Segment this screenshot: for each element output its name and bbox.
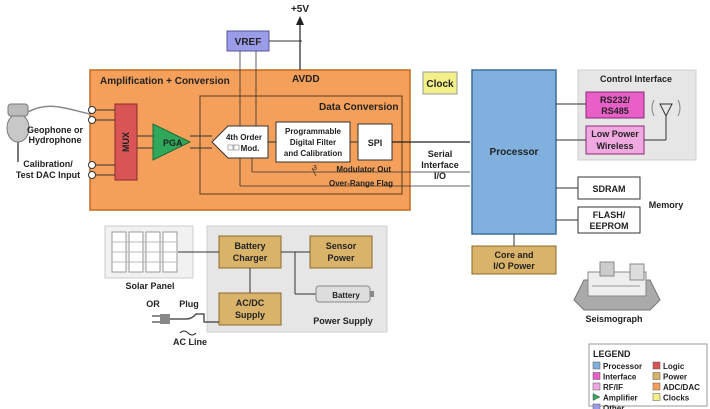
amplification-title: Amplification + Conversion: [100, 76, 230, 87]
legend-label: Interface: [603, 373, 637, 382]
legend-label: Clocks: [663, 394, 690, 403]
flash-block: [577, 206, 641, 234]
acdc-label-1: AC/DC: [236, 298, 265, 308]
modout-count: 3: [313, 165, 317, 172]
digital-filter-block: [275, 121, 351, 163]
legend-swatch: [652, 393, 661, 401]
amplifier-legend-icon: [592, 393, 601, 401]
acdc-label-2: Supply: [235, 310, 265, 320]
acline-label: AC Line: [173, 337, 207, 347]
data-conversion-title: Data Conversion: [319, 102, 398, 113]
vref-label: VREF: [235, 37, 262, 48]
legend-box: [588, 343, 708, 407]
wireless-label-2: Wireless: [597, 141, 634, 151]
input-terminal: [88, 171, 96, 179]
legend-swatch: [592, 372, 601, 380]
overrange-label: Over-Range Flag: [329, 179, 393, 188]
flash-label-1: FLASH/: [593, 210, 626, 220]
legend-label: Amplifier: [603, 394, 638, 403]
legend-swatch: [592, 382, 601, 391]
legend-swatch: [592, 403, 601, 409]
geophone-icon: [6, 103, 91, 162]
charger-label-2: Charger: [233, 253, 268, 263]
legend-label: RF/IF: [603, 383, 623, 392]
legend-label: Other: [603, 404, 624, 409]
flash-label-2: EEPROM: [589, 221, 628, 231]
legend-swatch: [652, 382, 661, 391]
legend-label: Power: [663, 373, 687, 382]
input-terminal: [88, 161, 96, 169]
rs-label-2: RS485: [601, 106, 629, 116]
legend-label: ADC/DAC: [663, 383, 700, 392]
plug-label: Plug: [179, 299, 199, 309]
sensor-power-label-2: Power: [327, 253, 355, 263]
clock-label: Clock: [426, 79, 454, 90]
or-label: OR: [146, 299, 160, 309]
rs-label-1: RS232/: [600, 95, 631, 105]
solar-panel-icon: [104, 225, 219, 279]
data-conversion-frame: [199, 95, 403, 195]
seismograph-label: Seismograph: [585, 314, 642, 324]
power-supply-title: Power Supply: [313, 316, 373, 326]
modulator-label-2: Mod.: [241, 144, 260, 153]
modout-label: Modulator Out: [336, 165, 391, 174]
spi-label: SPI: [368, 138, 383, 148]
rs232-block: [585, 91, 645, 119]
mux-block: [114, 103, 138, 181]
avdd-label: AVDD: [292, 74, 320, 85]
filter-label-2: Digital Filter: [290, 138, 336, 147]
battery-icon: [315, 285, 374, 303]
processor-block: [471, 69, 557, 235]
modulator-label-1: 4th Order: [226, 133, 262, 142]
supply-label: +5V: [291, 4, 309, 15]
input-terminal: [88, 106, 96, 114]
legend-label: Logic: [663, 362, 685, 371]
memory-label: Memory: [649, 200, 684, 210]
filter-label-3: and Calibration: [284, 149, 342, 158]
spi-block: [357, 123, 393, 161]
serial-label-1: Serial: [428, 149, 453, 159]
plug-icon: [152, 313, 219, 324]
sensor-power-label-1: Sensor: [326, 241, 357, 251]
solar-label: Solar Panel: [125, 281, 174, 291]
serial-label-3: I/O: [434, 171, 446, 181]
supply-arrow-icon: [296, 16, 304, 25]
clock-block: [422, 71, 458, 95]
seismograph-icon: [573, 261, 661, 311]
filter-label-1: Programmable: [285, 127, 342, 136]
serial-label-2: Interface: [421, 160, 459, 170]
legend-swatch: [652, 372, 661, 380]
battery-label: Battery: [332, 291, 360, 300]
charger-label-1: Battery: [234, 241, 265, 251]
calib-label-1: Calibration/: [23, 159, 73, 169]
pga-amplifier-icon: [152, 123, 192, 161]
antenna-icon: [644, 99, 681, 141]
calib-label-2: Test DAC Input: [16, 170, 80, 180]
control-interface-title: Control Interface: [600, 74, 672, 84]
processor-label: Processor: [490, 147, 539, 158]
core-power-block: [471, 245, 557, 275]
legend-title: LEGEND: [593, 349, 631, 359]
pga-label: PGA: [163, 138, 183, 148]
core-power-label-2: I/O Power: [493, 261, 535, 271]
legend-swatch: [652, 361, 661, 370]
core-power-label-1: Core and: [494, 250, 533, 260]
mux-label: MUX: [121, 132, 131, 152]
geophone-label-2: Hydrophone: [29, 135, 82, 145]
input-terminal: [88, 116, 96, 124]
sdram-label: SDRAM: [593, 184, 626, 194]
battery-charger-block: [218, 235, 282, 269]
legend-label: Processor: [603, 362, 642, 371]
geophone-label-1: Geophone or: [27, 125, 83, 135]
wireless-label-1: Low Power: [591, 129, 639, 139]
wireless-block: [585, 125, 645, 155]
legend-swatch: [592, 361, 601, 370]
